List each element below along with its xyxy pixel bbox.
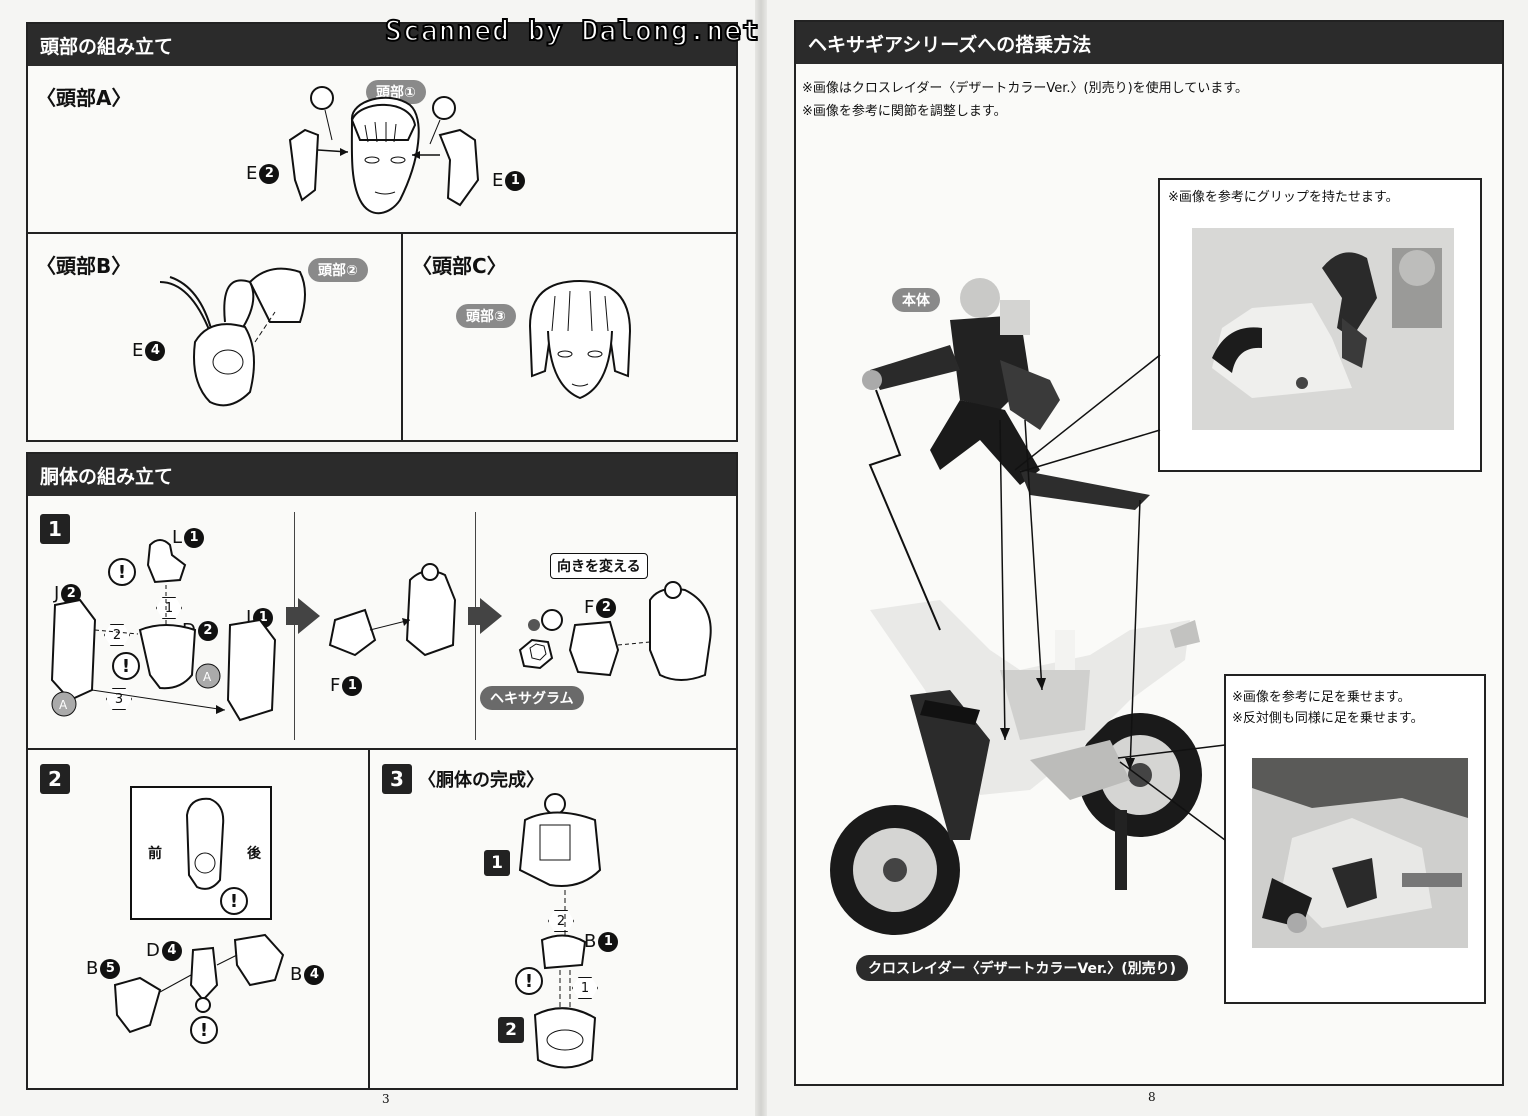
head-c-title: 〈頭部C〉 (412, 254, 507, 278)
boarding-section-title: ヘキサギアシリーズへの搭乗方法 (808, 33, 1092, 56)
scan-watermark: Scanned by Dalong.net (384, 13, 761, 48)
boarding-section-header: ヘキサギアシリーズへの搭乗方法 (796, 22, 1502, 64)
foot-note-1: ※画像を参考に足を乗せます。 (1232, 690, 1411, 705)
step3-order-2: 2 (548, 910, 574, 932)
head-a-divider (28, 232, 736, 234)
step1-arrow-1-stem (286, 607, 300, 625)
step3-title: 〈胴体の完成〉 (418, 770, 544, 791)
step2-front-label: 前 (148, 846, 162, 862)
step3-order-1: 1 (572, 977, 598, 999)
step1-hexagram-label: ヘキサグラム (480, 686, 584, 710)
step1-arrow-1 (298, 598, 320, 634)
step1-subdivider-a (294, 512, 295, 740)
step2-detail-drawing (185, 797, 225, 890)
head-b-title: 〈頭部B〉 (36, 254, 132, 278)
step2-warning-icon-b: ! (190, 1016, 218, 1044)
right-page-number: 8 (1148, 1090, 1156, 1104)
step1-drawing-a: A A (50, 539, 277, 722)
step1-badge: 1 (40, 514, 70, 544)
bike-label: クロスレイダー〈デザートカラーVer.〉(別売り) (856, 955, 1189, 981)
step1-drawing-c (518, 581, 712, 681)
head-b-callout: 頭部② (308, 258, 368, 282)
step2-back-label: 後 (247, 846, 261, 862)
body-callout: 本体 (892, 288, 940, 312)
grip-callout-pointer (1014, 354, 1161, 473)
foot-note-2: ※反対側も同様に足を乗せます。 (1232, 711, 1424, 726)
step1-arrow-2-stem (468, 607, 482, 625)
head-a-title: 〈頭部A〉 (36, 86, 132, 110)
head-section-header: 頭部の組み立て (28, 24, 736, 66)
step3-substep-2: 2 (498, 1017, 524, 1043)
bike-figure-photo (830, 270, 1220, 950)
left-page-number: 3 (382, 1092, 390, 1106)
torso-section-title: 胴体の組み立て (40, 465, 174, 488)
head-a-drawing (288, 86, 480, 215)
step1-bottom-divider (28, 748, 736, 750)
svg-text:A: A (59, 698, 68, 712)
step23-divider (368, 750, 370, 1088)
step3-badge: 3 (382, 764, 412, 794)
foot-callout-pointer (1117, 744, 1226, 841)
right-note-2: ※画像を参考に関節を調整します。 (802, 104, 1007, 119)
step1-turn-callout: 向きを変える (550, 553, 648, 579)
step3-drawing (518, 793, 602, 1069)
step2-drawing (113, 933, 285, 1034)
step1-warning-icon-b: ! (112, 652, 140, 680)
grip-note: ※画像を参考にグリップを持たせます。 (1168, 190, 1399, 205)
step1-order-2: 2 (104, 624, 130, 646)
head-bc-divider (401, 234, 403, 440)
head-b-drawing (159, 267, 306, 407)
head-c-drawing (528, 279, 632, 400)
step2-warning-icon-a: ! (220, 887, 248, 915)
step3-warning-icon: ! (515, 967, 543, 995)
step2-badge: 2 (40, 764, 70, 794)
foot-closeup-photo (1252, 758, 1468, 948)
step3-substep-1: 1 (484, 850, 510, 876)
step1-subdivider-b (475, 512, 476, 740)
step1-arrow-2 (480, 598, 502, 634)
step1-warning-icon-a: ! (108, 558, 136, 586)
step1-order-1: 1 (156, 597, 182, 619)
svg-text:A: A (203, 670, 212, 684)
page-gutter (755, 0, 767, 1116)
torso-section-header: 胴体の組み立て (28, 454, 736, 496)
head-c-callout: 頭部③ (456, 304, 516, 328)
step1-drawing-b (328, 563, 457, 657)
grip-closeup-photo (1192, 228, 1454, 430)
right-note-1: ※画像はクロスレイダー〈デザートカラーVer.〉(別売り)を使用しています。 (802, 81, 1248, 96)
head-section-title: 頭部の組み立て (40, 35, 174, 58)
